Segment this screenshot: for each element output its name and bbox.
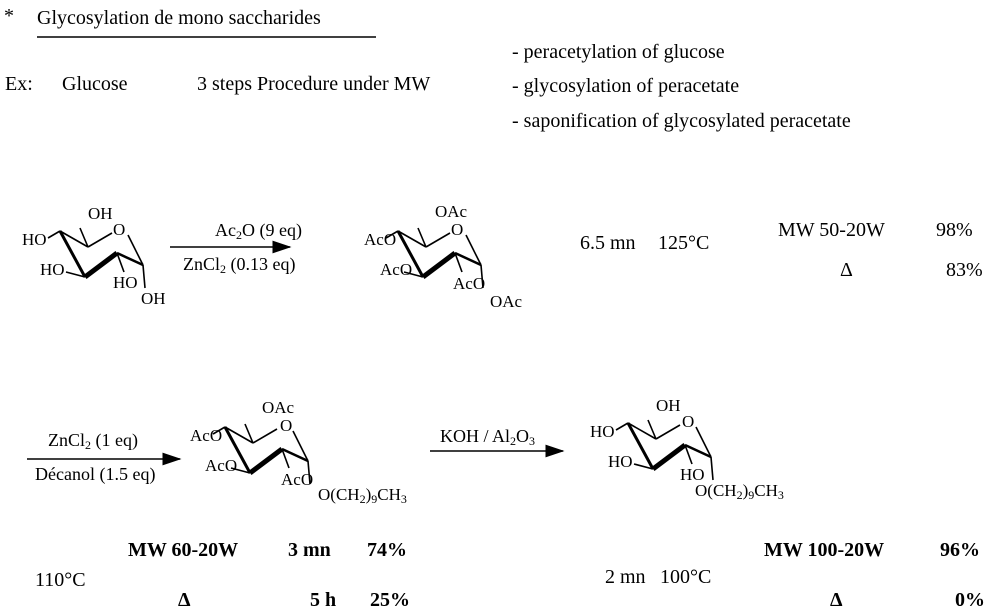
delta-label: Δ — [830, 589, 843, 611]
step-item: - glycosylation of peracetate — [512, 75, 740, 97]
atom-label: O — [451, 220, 464, 239]
delta-time: 5 h — [310, 589, 337, 611]
reaction-time: 2 mn — [605, 566, 646, 588]
atom-label: AcO — [380, 260, 413, 279]
atom-label: HO — [22, 230, 47, 249]
delta-label: Δ — [178, 589, 191, 611]
mw-yield: 74% — [367, 539, 407, 561]
atom-label: OAc — [435, 202, 468, 221]
atom-label: HO — [40, 260, 65, 279]
atom-label: OAc — [262, 398, 295, 417]
mw-yield: 96% — [940, 539, 980, 561]
aglycone-label: O(CH2)9CH3 — [318, 485, 407, 506]
reaction-time: 6.5 mn — [580, 232, 636, 254]
delta-label: Δ — [840, 259, 853, 281]
step-item: - peracetylation of glucose — [512, 41, 725, 63]
mw-yield: 98% — [936, 219, 973, 241]
reagent-koh-alumina: KOH / Al2O3 — [440, 426, 536, 448]
atom-label: HO — [590, 422, 615, 441]
page-title: Glycosylation de mono saccharides — [37, 7, 321, 29]
atom-label: AcO — [364, 230, 397, 249]
atom-label: HO — [680, 465, 705, 484]
mw-label: MW 60-20W — [128, 539, 239, 561]
reaction-temp: 100°C — [660, 566, 712, 588]
delta-yield: 0% — [955, 589, 985, 611]
example-substrate: Glucose — [62, 73, 128, 95]
delta-yield: 25% — [370, 589, 410, 611]
reagent-decanol: Décanol (1.5 eq) — [35, 464, 156, 484]
atom-label: HO — [113, 273, 138, 292]
mw-label: MW 100-20W — [764, 539, 885, 561]
atom-label: O — [280, 416, 293, 435]
example-label: Ex: — [5, 73, 33, 95]
atom-label: OH — [88, 204, 113, 223]
atom-label: HO — [608, 452, 633, 471]
mw-time: 3 mn — [288, 539, 331, 561]
reaction-temp: 125°C — [658, 232, 710, 254]
aglycone-label: O(CH2)9CH3 — [695, 481, 784, 502]
reagent-zncl2: ZnCl2 (1 eq) — [48, 430, 138, 452]
reagent-ac2o: Ac2O (9 eq) — [215, 220, 302, 242]
atom-label: AcO — [190, 426, 223, 445]
bullet: * — [4, 5, 14, 27]
step-item: - saponification of glycosylated peracet… — [512, 110, 851, 132]
atom-label: OH — [656, 396, 681, 415]
atom-label: OAc — [490, 292, 523, 311]
atom-label: O — [682, 412, 695, 431]
reagent-zncl2: ZnCl2 (0.13 eq) — [183, 254, 296, 276]
delta-yield: 83% — [946, 259, 983, 281]
atom-label: AcO — [281, 470, 314, 489]
mw-label: MW 50-20W — [778, 219, 885, 241]
procedure-text: 3 steps Procedure under MW — [197, 73, 431, 95]
atom-label: O — [113, 220, 126, 239]
atom-label: AcO — [453, 274, 486, 293]
reaction-temp: 110°C — [35, 569, 86, 591]
atom-label: OH — [141, 289, 166, 308]
atom-label: AcO — [205, 456, 238, 475]
